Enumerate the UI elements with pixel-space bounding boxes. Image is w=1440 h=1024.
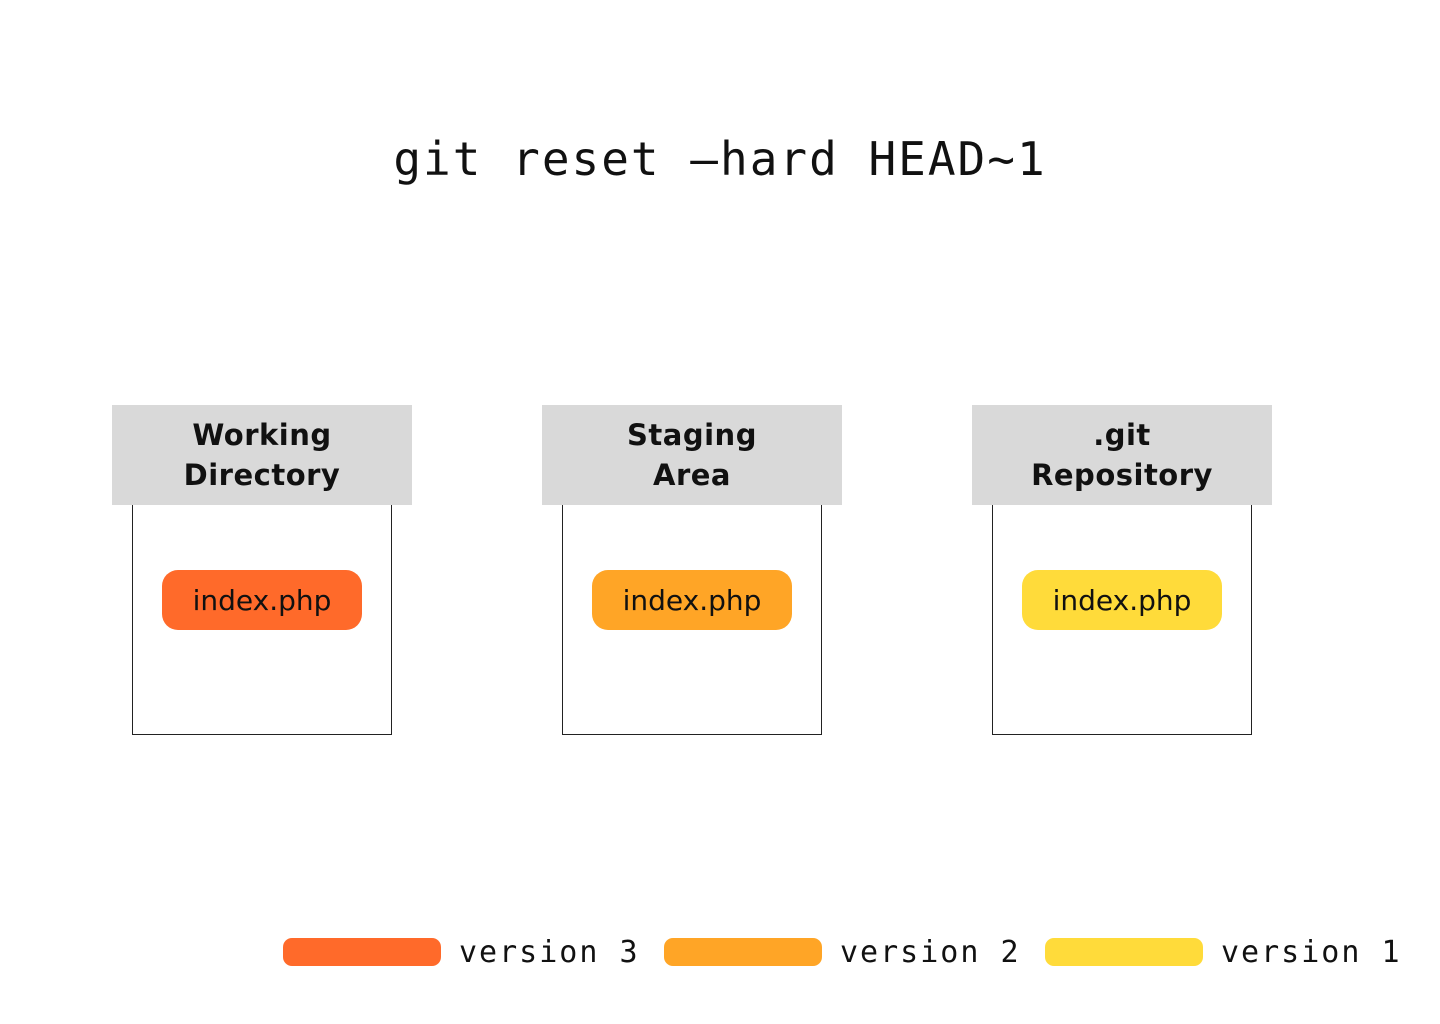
diagram-title: git reset —hard HEAD~1 <box>393 132 1047 186</box>
staging-area: Staging Area index.php <box>542 405 842 735</box>
staging-area-label-line1: Staging <box>627 418 757 452</box>
legend-swatch-version-3 <box>283 938 441 966</box>
legend-item-version-1: version 1 <box>1045 930 1402 974</box>
working-directory-area: Working Directory index.php <box>112 405 412 735</box>
staging-area-file: index.php <box>592 570 792 630</box>
legend-item-version-2: version 2 <box>664 930 1021 974</box>
git-repository-label-line1: .git <box>1093 418 1151 452</box>
staging-area-label: Staging Area <box>627 415 757 495</box>
git-repository-file: index.php <box>1022 570 1222 630</box>
working-directory-label-line2: Directory <box>183 458 341 492</box>
git-repository-area: .git Repository index.php <box>972 405 1272 735</box>
legend-label-version-2: version 2 <box>840 934 1021 970</box>
git-repository-header: .git Repository <box>972 405 1272 505</box>
working-directory-file: index.php <box>162 570 362 630</box>
legend-swatch-version-2 <box>664 938 822 966</box>
working-directory-box: index.php <box>132 505 392 735</box>
working-directory-header: Working Directory <box>112 405 412 505</box>
staging-area-header: Staging Area <box>542 405 842 505</box>
legend-swatch-version-1 <box>1045 938 1203 966</box>
legend-label-version-1: version 1 <box>1221 934 1402 970</box>
legend-item-version-3: version 3 <box>283 930 640 974</box>
staging-area-box: index.php <box>562 505 822 735</box>
legend-label-version-3: version 3 <box>459 934 640 970</box>
staging-area-label-line2: Area <box>653 458 731 492</box>
git-repository-label: .git Repository <box>1031 415 1213 495</box>
working-directory-label: Working Directory <box>184 415 341 495</box>
working-directory-label-line1: Working <box>192 418 332 452</box>
git-repository-box: index.php <box>992 505 1252 735</box>
git-repository-label-line2: Repository <box>1031 458 1213 492</box>
